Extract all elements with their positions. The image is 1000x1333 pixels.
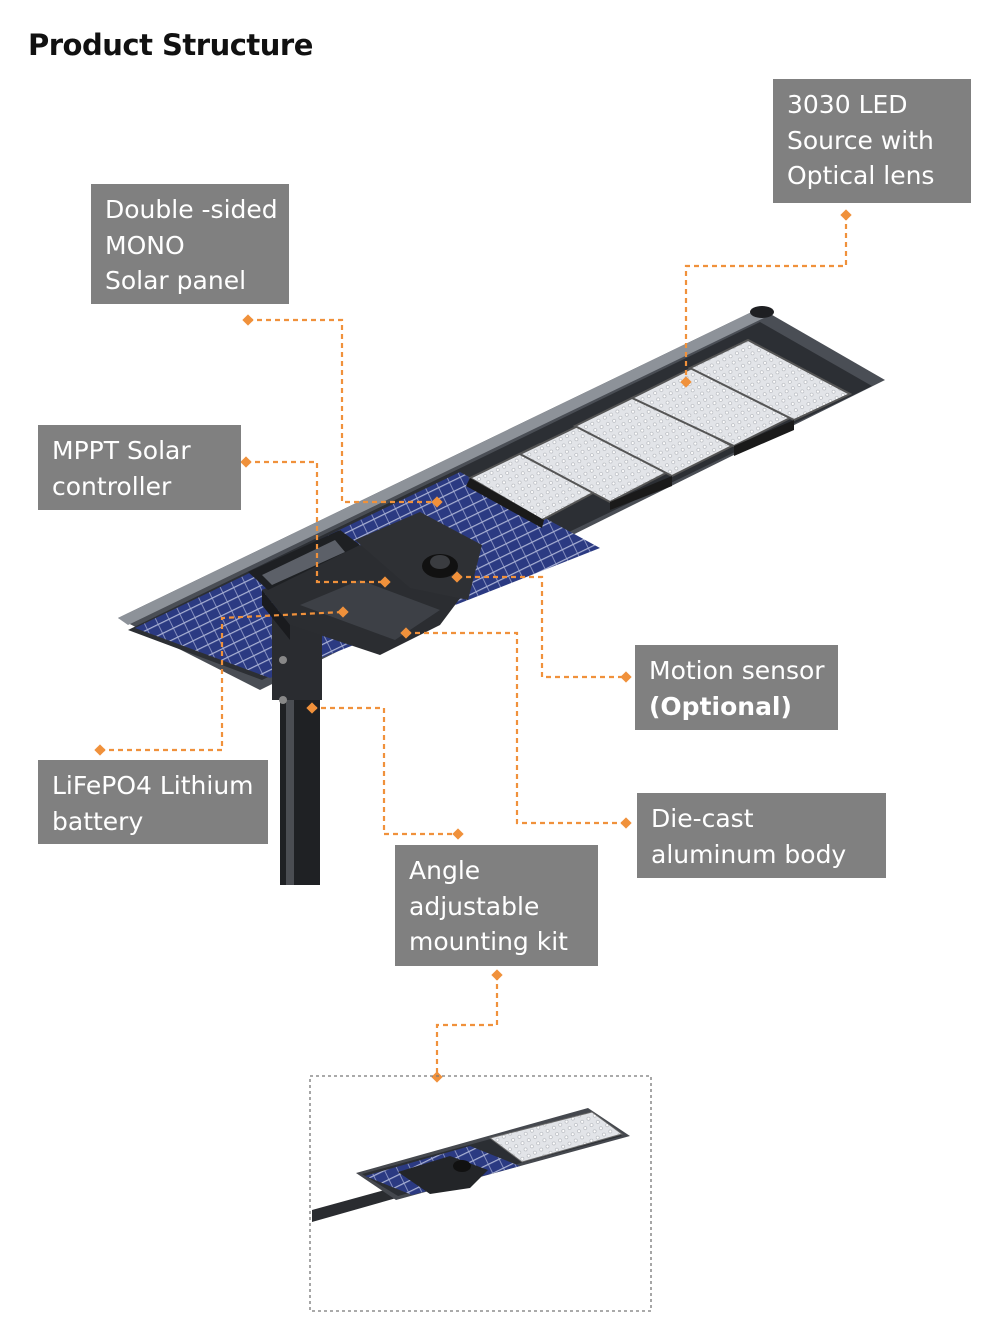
solar-street-light-main [118,306,885,885]
inset-mounted-view [309,1075,652,1312]
label-battery-line-2: battery [52,806,144,836]
label-mounting-line-1: Angle [409,856,481,885]
label-solar-line-2: MONO [105,230,185,260]
callout-lines [100,215,848,1077]
label-mounting-line-3: mounting kit [409,927,568,956]
callout-inset [435,975,499,1077]
label-body-line-2: aluminum body [651,839,847,869]
label-mounting-kit: Angle adjustable mounting kit [395,845,598,966]
callout-dots [94,209,852,1083]
label-solar-line-1: Double -sided [105,195,278,224]
pole [272,615,322,885]
label-body: Die-cast aluminum body [637,793,886,878]
label-controller-line-2: controller [52,471,172,501]
label-solar-line-3: Solar panel [105,266,247,295]
callout-body [406,631,626,825]
label-led-line-3: Optical lens [787,161,935,190]
label-battery: LiFePO4 Lithium battery [38,760,268,844]
label-motion-line-1: Motion sensor [649,656,825,685]
label-body-line-1: Die-cast [651,804,754,833]
label-led-line-2: Source with [787,125,934,155]
label-motion-sensor: Motion sensor (Optional) [635,645,838,730]
callout-mounting-kit [312,706,458,836]
callout-controller [246,460,385,584]
callout-led [684,215,848,382]
label-controller-line-1: MPPT Solar [52,436,191,465]
label-mounting-line-2: adjustable [409,891,540,921]
label-solar-panel: Double -sided MONO Solar panel [91,184,289,304]
led-modules [466,338,853,528]
label-battery-line-1: LiFePO4 Lithium [52,771,254,800]
motion-sensor-housing [355,512,482,600]
label-motion-line-2: (Optional) [649,691,792,721]
label-led-source: 3030 LED Source with Optical lens [773,79,971,203]
mppt-controller-box [248,530,360,590]
label-controller: MPPT Solar controller [38,425,241,510]
label-led-line-1: 3030 LED [787,90,908,119]
callout-motion-sensor [457,575,626,679]
page-title: Product Structure [28,28,313,62]
callout-solar-panel [248,318,437,504]
